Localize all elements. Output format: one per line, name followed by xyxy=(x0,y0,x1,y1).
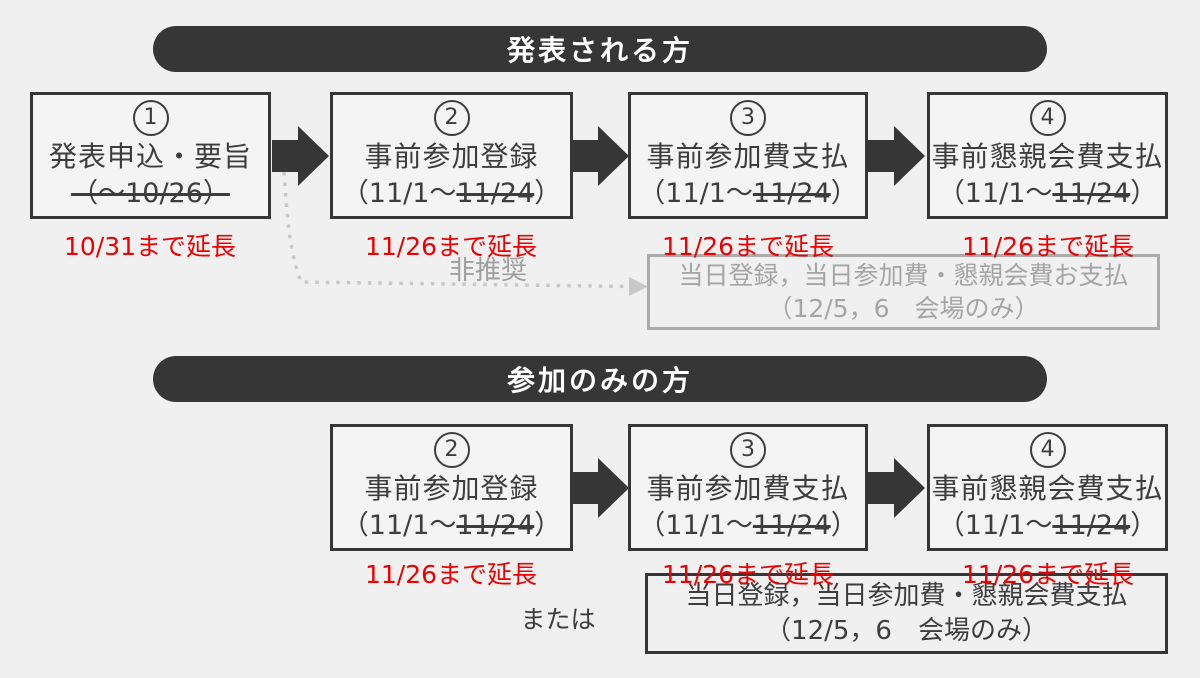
step-number-circle: 3 xyxy=(730,99,766,136)
extension-notice: 11/26まで延長 xyxy=(364,232,538,261)
step-date: （11/1〜11/24） xyxy=(341,177,562,209)
step-title: 事前参加登録 xyxy=(364,471,539,505)
extension-notice: 11/26まで延長 xyxy=(661,560,835,589)
arrow-right-icon xyxy=(572,458,629,518)
arrow-right-icon xyxy=(272,126,329,186)
struck-date: 11/24 xyxy=(752,177,831,209)
struck-date: 11/24 xyxy=(456,177,535,209)
same-day-line1: 当日登録，当日参加費・懇親会費お支払 xyxy=(678,260,1129,290)
step-box-participant-3: 3 事前参加費支払 （11/1〜11/24） xyxy=(628,424,868,551)
step-title: 事前懇親会費支払 xyxy=(931,139,1164,173)
arrow-right-icon xyxy=(572,126,629,186)
extension-notice: 11/26まで延長 xyxy=(961,232,1135,261)
struck-date: 11/24 xyxy=(1052,509,1131,541)
arrow-right-icon xyxy=(868,126,925,186)
step-date: （11/1〜11/24） xyxy=(638,177,858,209)
step-number-circle: 1 xyxy=(132,99,169,136)
extension-notice: 11/26まで延長 xyxy=(364,560,538,589)
step-title: 事前懇親会費支払 xyxy=(931,471,1164,505)
step-title: 事前参加費支払 xyxy=(646,139,850,173)
same-day-line2: （12/5，6 会場のみ） xyxy=(765,615,1048,646)
step-date: （〜10/26） xyxy=(55,176,246,212)
struck-date: 11/24 xyxy=(1052,177,1131,209)
step-number-circle: 2 xyxy=(433,431,470,468)
step-date: （11/1〜11/24） xyxy=(341,509,562,541)
arrow-right-icon xyxy=(868,458,925,518)
step-box-presenter-1: 1 発表申込・要旨 （〜10/26） xyxy=(30,92,271,219)
step-box-presenter-4: 4 事前懇親会費支払 （11/1〜11/24） xyxy=(927,92,1168,219)
step-date: （11/1〜11/24） xyxy=(937,509,1158,541)
step-title: 事前参加登録 xyxy=(364,139,539,173)
banner-presenters: 発表される方 xyxy=(153,26,1047,72)
same-day-option-box-gray: 当日登録，当日参加費・懇親会費お支払 （12/5，6 会場のみ） xyxy=(647,254,1160,330)
extension-notice: 10/31まで延長 xyxy=(63,232,237,261)
extension-notice: 11/26まで延長 xyxy=(961,560,1135,589)
same-day-line1: 当日登録，当日参加費・懇親会費支払 xyxy=(685,580,1128,611)
banner-presenters-label: 発表される方 xyxy=(506,34,693,67)
step-box-participant-2: 2 事前参加登録 （11/1〜11/24） xyxy=(330,424,573,551)
same-day-option-box-dark: 当日登録，当日参加費・懇親会費支払 （12/5，6 会場のみ） xyxy=(645,573,1168,654)
banner-participants-label: 参加のみの方 xyxy=(506,364,693,397)
or-label: または xyxy=(520,605,596,634)
step-number-circle: 4 xyxy=(1029,99,1066,136)
step-box-participant-4: 4 事前懇親会費支払 （11/1〜11/24） xyxy=(927,424,1168,551)
extension-notice: 11/26まで延長 xyxy=(661,232,835,261)
struck-date: （〜10/26） xyxy=(71,177,230,209)
step-box-presenter-2: 2 事前参加登録 （11/1〜11/24） xyxy=(330,92,573,219)
same-day-line2: （12/5，6 会場のみ） xyxy=(767,294,1040,323)
step-number-circle: 2 xyxy=(433,99,470,136)
struck-date: 11/24 xyxy=(456,509,535,541)
step-title: 事前参加費支払 xyxy=(646,471,850,505)
step-number-circle: 3 xyxy=(730,431,766,468)
banner-participants-only: 参加のみの方 xyxy=(153,356,1047,402)
step-title: 発表申込・要旨 xyxy=(48,139,252,173)
step-date: （11/1〜11/24） xyxy=(638,509,858,541)
step-number-circle: 4 xyxy=(1029,431,1066,468)
struck-date: 11/24 xyxy=(752,509,831,541)
step-date: （11/1〜11/24） xyxy=(937,177,1158,209)
step-box-presenter-3: 3 事前参加費支払 （11/1〜11/24） xyxy=(628,92,868,219)
